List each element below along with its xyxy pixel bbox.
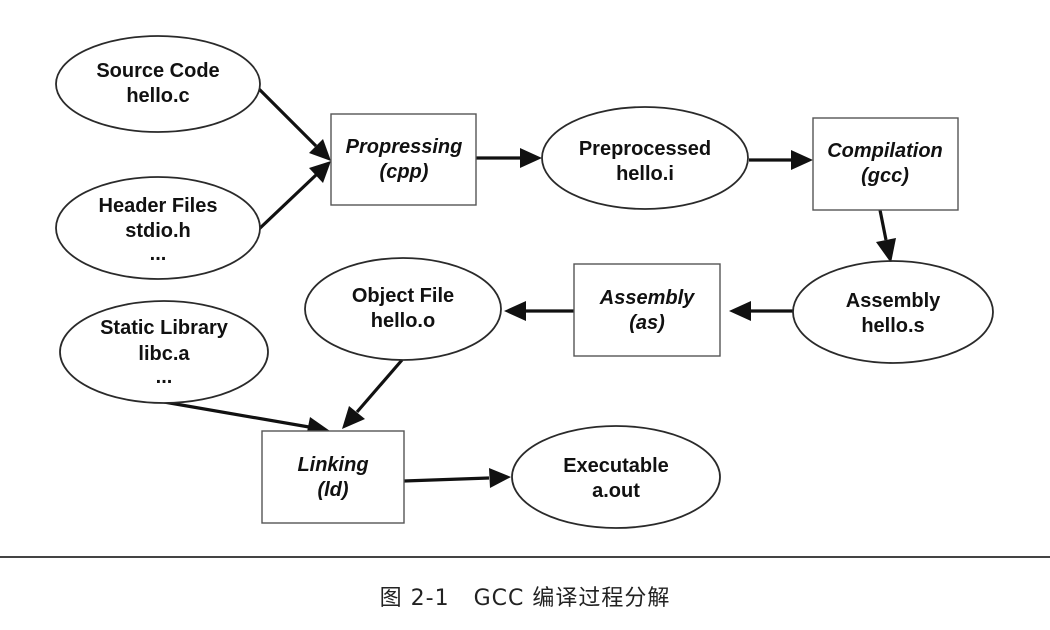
object-file-ellipse <box>304 257 502 361</box>
compilation-box <box>812 117 959 211</box>
figure-caption: 图 2-1 GCC 编译过程分解 <box>0 580 1050 612</box>
node-header-files: Header Files stdio.h ... <box>55 176 261 280</box>
arrowhead-icon <box>489 468 511 488</box>
edge-static-library-to-linking <box>163 400 310 429</box>
header-files-ellipsis: ... <box>150 243 167 265</box>
node-object-file: Object File hello.o <box>304 257 502 361</box>
edge-compilation-to-assembly-file <box>878 209 888 241</box>
arrowhead-icon <box>729 301 751 321</box>
edge-linking-to-executable <box>403 476 490 483</box>
node-assembly: Assembly (as) <box>573 263 721 357</box>
assembly-tool: (as) <box>629 312 665 334</box>
object-file-label: Object File <box>352 285 454 307</box>
static-library-filename: libc.a <box>138 343 190 365</box>
arrowhead-icon <box>309 161 331 183</box>
gcc-compilation-diagram: Source Code hello.c Header Files stdio.h… <box>55 35 994 529</box>
arrowhead-icon <box>504 301 526 321</box>
assembly-file-label: Assembly <box>846 290 941 312</box>
edge-header-to-preprocessing <box>256 173 318 232</box>
source-code-ellipse <box>55 35 261 133</box>
assembly-box <box>573 263 721 357</box>
figure-number: 图 2-1 <box>379 586 450 611</box>
arrowhead-icon <box>876 238 896 263</box>
object-file-filename: hello.o <box>371 310 435 332</box>
arrowhead-icon <box>342 406 365 429</box>
node-compilation: Compilation (gcc) <box>812 117 959 211</box>
preprocessing-box <box>330 113 477 206</box>
caption-divider <box>0 556 1050 558</box>
arrowhead-icon <box>520 148 542 168</box>
assembly-file-filename: hello.s <box>861 315 924 337</box>
node-linking: Linking (ld) <box>261 430 405 524</box>
executable-label: Executable <box>563 455 669 477</box>
preprocessed-label: Preprocessed <box>579 138 711 160</box>
preprocessing-label: Propressing <box>346 136 463 158</box>
edge-object-file-to-linking <box>355 358 404 414</box>
arrowhead-icon <box>791 150 813 170</box>
node-executable: Executable a.out <box>511 425 721 529</box>
preprocessing-tool: (cpp) <box>380 161 429 183</box>
node-assembly-file: Assembly hello.s <box>792 260 994 364</box>
header-files-ellipse <box>55 176 261 280</box>
compilation-label: Compilation <box>827 140 943 162</box>
static-library-ellipsis: ... <box>156 366 173 388</box>
node-static-library: Static Library libc.a ... <box>59 300 269 404</box>
node-preprocessing: Propressing (cpp) <box>330 113 477 206</box>
compilation-tool: (gcc) <box>861 165 909 187</box>
preprocessed-ellipse <box>541 106 749 210</box>
figure-title: GCC 编译过程分解 <box>473 586 671 611</box>
preprocessed-filename: hello.i <box>616 163 674 185</box>
node-source-code: Source Code hello.c <box>55 35 261 133</box>
edge-source-to-preprocessing <box>256 86 318 148</box>
edges <box>163 86 896 488</box>
header-files-label: Header Files <box>99 195 218 217</box>
executable-filename: a.out <box>592 480 640 502</box>
arrowhead-icon <box>309 139 331 161</box>
source-code-filename: hello.c <box>126 85 189 107</box>
source-code-label: Source Code <box>96 60 219 82</box>
static-library-ellipse <box>59 300 269 404</box>
assembly-file-ellipse <box>792 260 994 364</box>
header-files-filename: stdio.h <box>125 220 191 242</box>
linking-tool: (ld) <box>317 479 348 501</box>
assembly-label: Assembly <box>599 287 695 309</box>
node-preprocessed: Preprocessed hello.i <box>541 106 749 210</box>
static-library-label: Static Library <box>100 317 229 339</box>
executable-ellipse <box>511 425 721 529</box>
linking-box <box>261 430 405 524</box>
linking-label: Linking <box>297 454 368 476</box>
